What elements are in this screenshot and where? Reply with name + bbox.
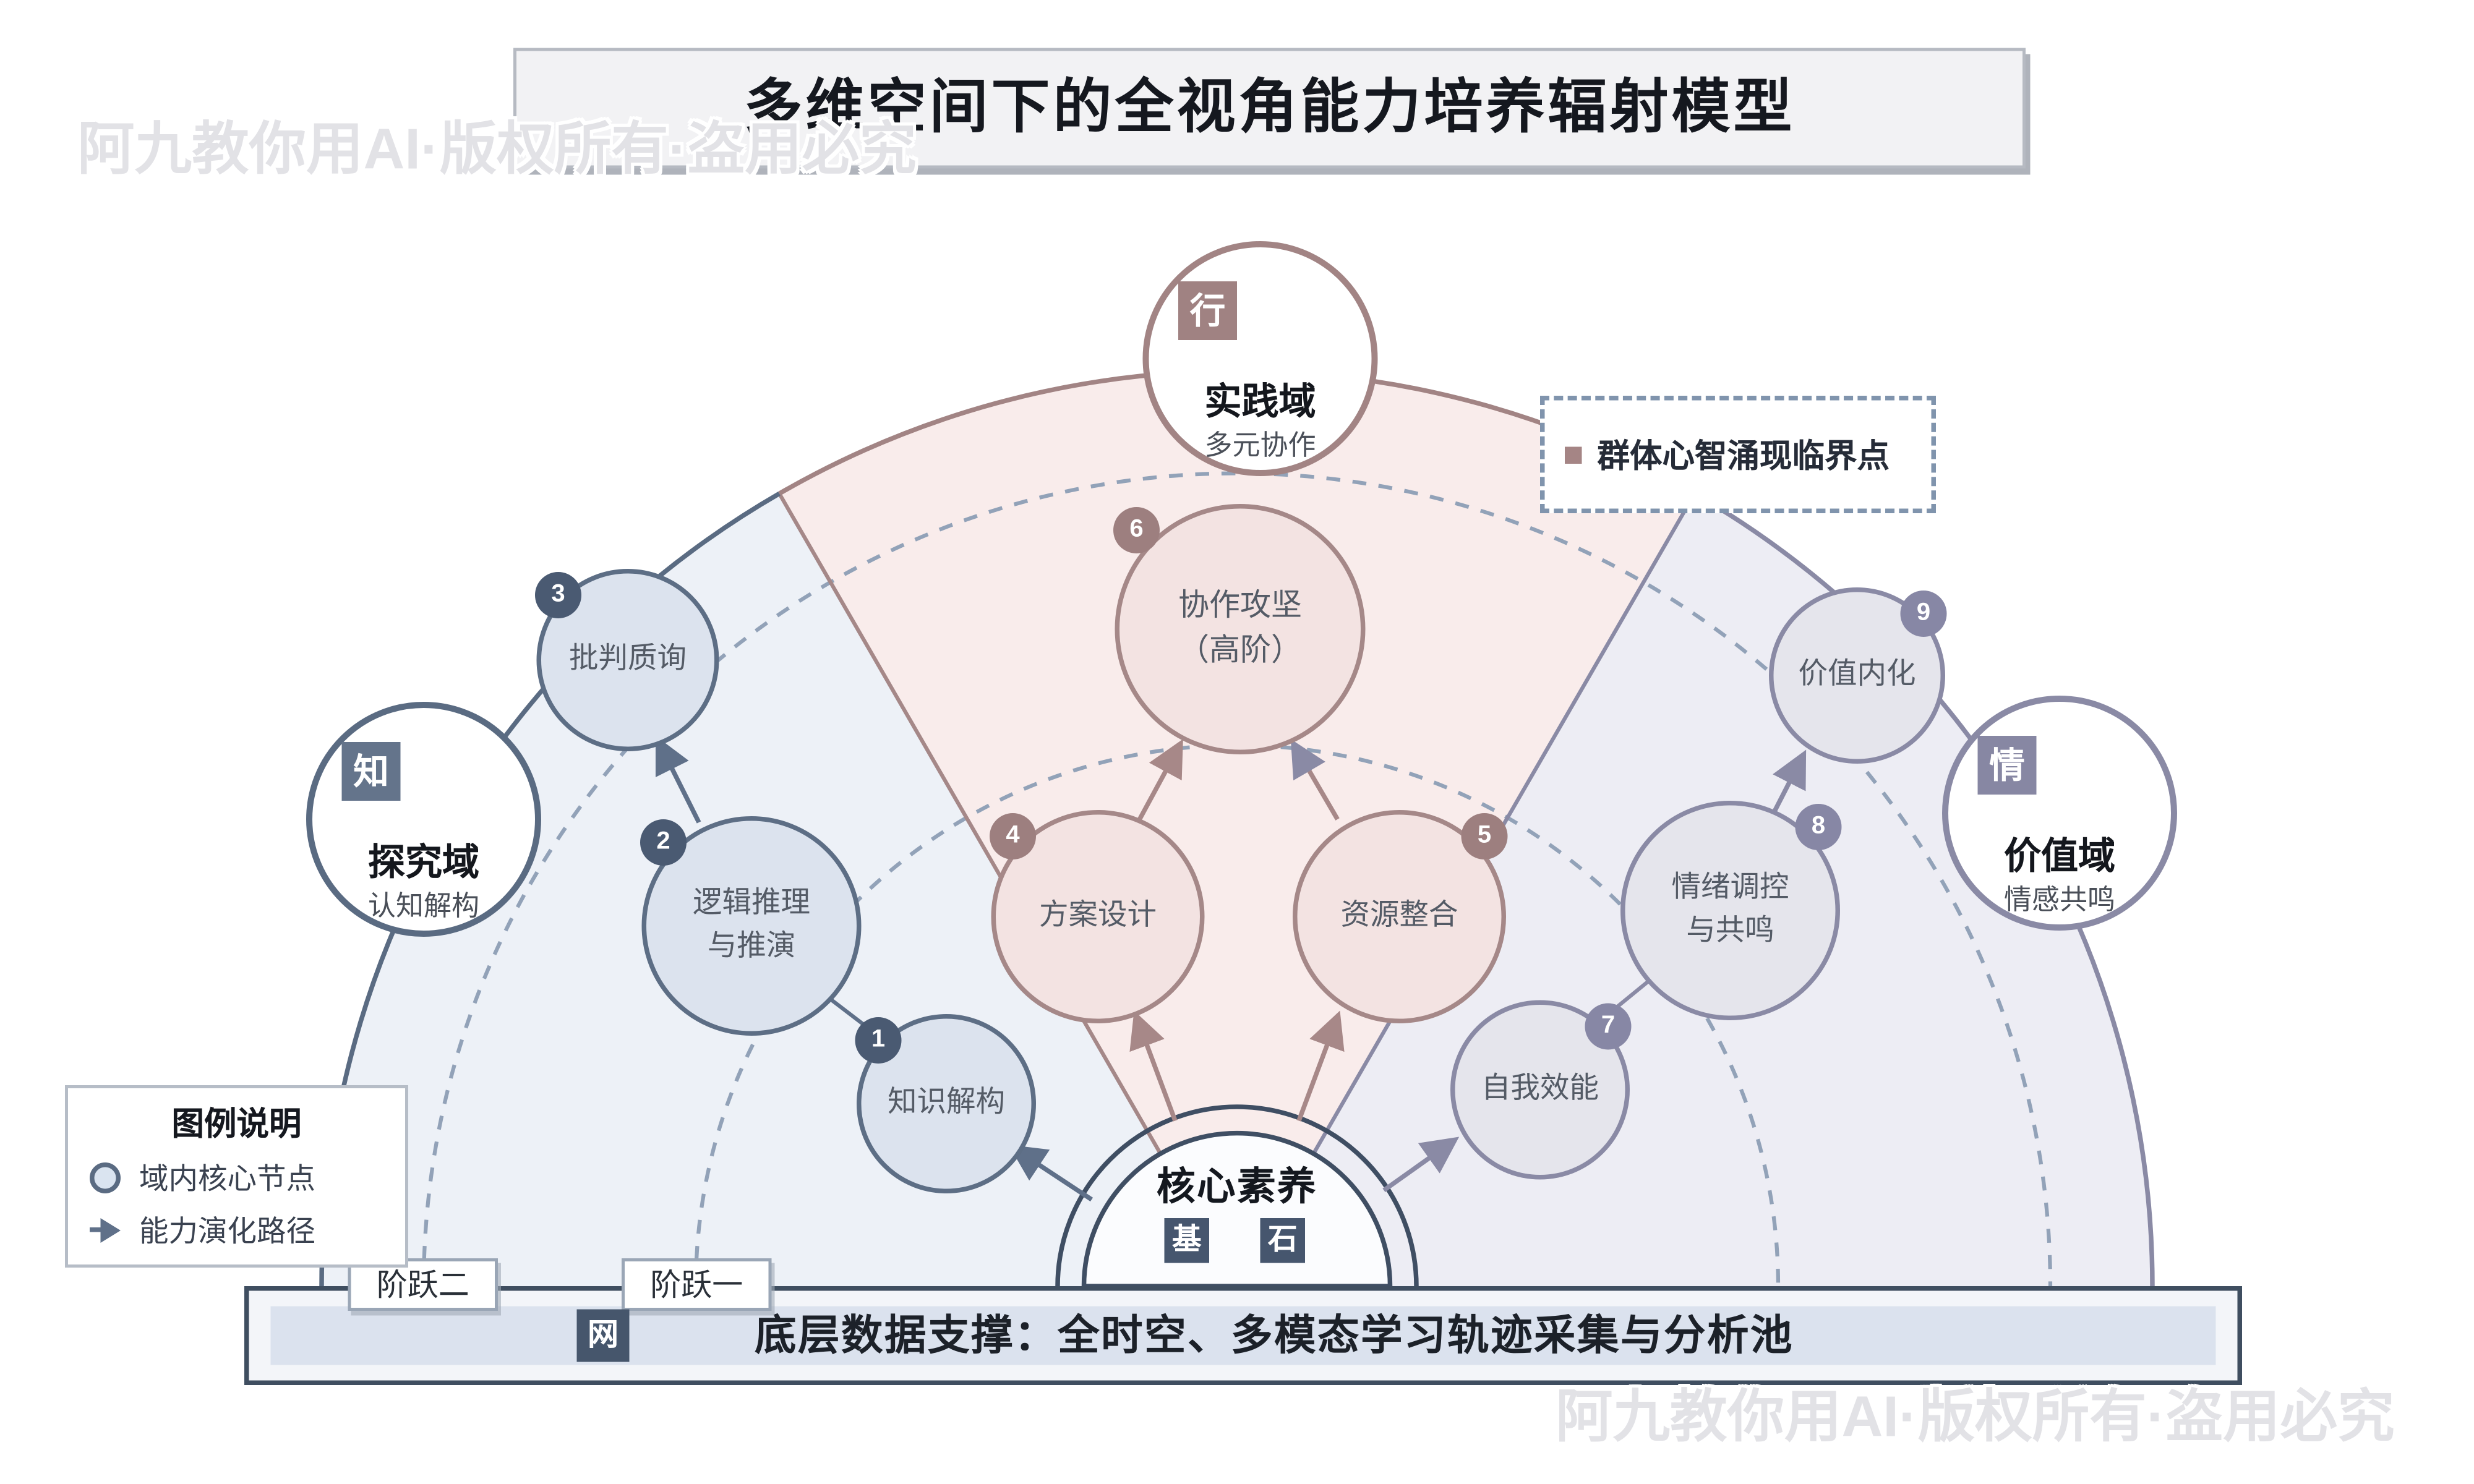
legend-item-node: 域内核心节点: [90, 1156, 405, 1198]
arrow-5-to-6: [1290, 739, 1340, 821]
node-5-label: 资源整合: [1340, 900, 1458, 933]
title-box: 多维空间下的全视角能力培养辐射模型: [513, 48, 2026, 169]
annotation-callout: 群体心智涌现临界点: [1540, 396, 1936, 513]
node-7-number: 7: [1585, 1003, 1632, 1050]
node-7-self-efficacy: 7 自我效能: [1450, 1000, 1632, 1180]
arrow-2-to-3: [655, 735, 701, 824]
data-support-text: 底层数据支撑：全时空、多模态学习轨迹采集与分析池: [755, 1312, 1794, 1359]
boundary-left: [777, 492, 1162, 1154]
node-1-number: 1: [855, 1017, 902, 1064]
arrow-icon: [90, 1217, 121, 1242]
arrow-8-to-9: [1770, 749, 1807, 817]
legend-item-node-label: 域内核心节点: [139, 1164, 316, 1197]
node-9-label: 价值内化: [1798, 659, 1916, 692]
node-8-number: 8: [1795, 804, 1842, 850]
net-badge-icon: 网: [576, 1309, 630, 1362]
practice-badge-icon: 行: [1178, 281, 1237, 340]
watermark-top: 阿九教你用AI·版权所有·盗用必究: [77, 117, 917, 181]
node-6-label-line1: 协作攻坚: [1178, 589, 1302, 623]
core-dome: [1081, 1130, 1393, 1289]
core-ring: [1055, 1104, 1419, 1287]
node-7-label: 自我效能: [1481, 1073, 1599, 1106]
value-title: 价值域: [2004, 836, 2115, 879]
legend-item-path-label: 能力演化路径: [139, 1216, 316, 1250]
inquiry-subtitle: 认知解构: [368, 890, 479, 921]
node-6-label-line2: （高阶）: [1178, 634, 1302, 668]
boundary-right: [1312, 492, 1697, 1154]
core-competency-label: 核心素养: [1156, 1166, 1317, 1209]
node-8-label-line1: 情绪调控: [1671, 872, 1789, 905]
node-2-logical-reasoning: 2 逻辑推理 与推演: [640, 816, 862, 1036]
node-2-label-line1: 逻辑推理: [692, 888, 810, 921]
node-circle-icon: [90, 1161, 121, 1193]
page-title: 多维空间下的全视角能力培养辐射模型: [743, 75, 1796, 141]
arrow-core-to-1: [1008, 1145, 1094, 1202]
practice-subtitle: 多元协作: [1204, 430, 1316, 461]
data-support-bar-fill: 底层数据支撑：全时空、多模态学习轨迹采集与分析池: [270, 1306, 2216, 1365]
domain-inquiry: 知 探究域 认知解构: [306, 702, 541, 937]
value-badge-icon: 情: [1977, 736, 2037, 795]
node-4-label: 方案设计: [1038, 900, 1157, 933]
node-1-label: 知识解构: [887, 1087, 1005, 1120]
node-6-collaborative-breakthrough: 6 协作攻坚 （高阶）: [1113, 504, 1366, 754]
core-badge-ji: 基: [1164, 1218, 1209, 1263]
node-3-label: 批判质询: [568, 643, 687, 676]
inquiry-badge-icon: 知: [341, 742, 401, 801]
node-8-emotion-regulation: 8 情绪调控 与共鸣: [1620, 801, 1842, 1020]
node-9-number: 9: [1900, 591, 1947, 637]
data-support-bar: 底层数据支撑：全时空、多模态学习轨迹采集与分析池: [244, 1286, 2242, 1385]
domain-practice: 行 实践域 多元协作: [1142, 241, 1378, 476]
node-3-critical-questioning: 3 批判质询: [535, 569, 719, 751]
domain-value: 情 价值域 情感共鸣: [1942, 696, 2177, 931]
legend-item-path: 能力演化路径: [90, 1209, 405, 1251]
legend-title: 图例说明: [171, 1107, 302, 1143]
arrow-core-to-5: [1296, 1010, 1345, 1122]
node-8-label-line2: 与共鸣: [1686, 915, 1774, 948]
value-subtitle: 情感共鸣: [2004, 884, 2115, 915]
node-5-resource-integration: 5 资源整合: [1293, 810, 1508, 1023]
watermark-bottom: 阿九教你用AI·版权所有·盗用必究: [1556, 1385, 2395, 1449]
node-9-value-internalization: 9 价值内化: [1769, 587, 1947, 764]
node-1-knowledge-deconstruction: 1 知识解构: [855, 1014, 1036, 1193]
practice-title: 实践域: [1204, 382, 1316, 424]
node-2-number: 2: [640, 819, 687, 866]
step-one-label: 阶跃一: [622, 1258, 772, 1311]
node-2-label-line2: 与推演: [707, 931, 796, 963]
arrow-4-to-6: [1137, 739, 1183, 821]
step-two-label: 阶跃二: [348, 1258, 498, 1311]
legend-box: 图例说明 域内核心节点 能力演化路径: [65, 1085, 408, 1268]
arrow-core-to-7: [1382, 1136, 1460, 1193]
node-6-number: 6: [1113, 507, 1160, 553]
core-badge-shi: 石: [1260, 1218, 1305, 1263]
node-5-number: 5: [1461, 813, 1508, 859]
step-arc-two: [421, 471, 2053, 1287]
node-4-solution-design: 4 方案设计: [990, 810, 1205, 1023]
arrow-core-to-4: [1129, 1010, 1178, 1122]
square-bullet-icon: [1565, 446, 1582, 463]
node-3-number: 3: [535, 572, 581, 618]
inquiry-title: 探究域: [368, 842, 479, 885]
sector-practice: [779, 370, 1695, 1286]
node-4-number: 4: [990, 813, 1036, 859]
annotation-text: 群体心智涌现临界点: [1597, 439, 1890, 475]
